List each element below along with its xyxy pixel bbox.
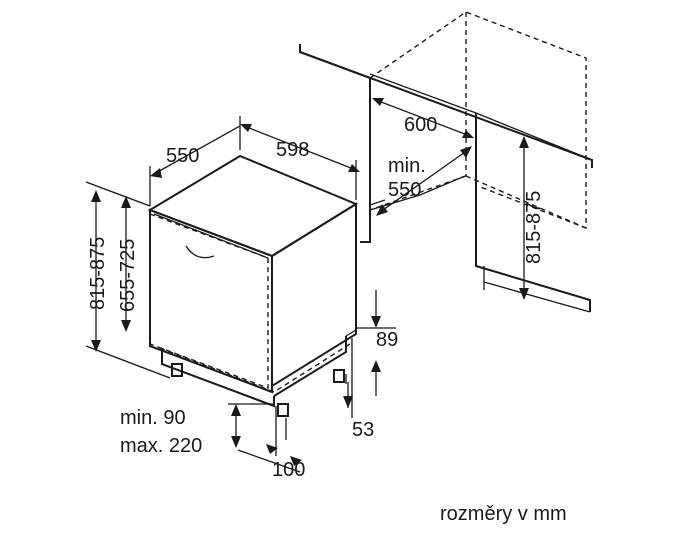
foot-setback-label: 100 bbox=[272, 459, 305, 481]
plinth-height-dimension: 89 bbox=[356, 290, 398, 396]
niche-width-dimension: 600 bbox=[372, 98, 474, 138]
plinth-offset-label: 53 bbox=[352, 419, 374, 441]
niche-height-dimension: 815-875 bbox=[519, 136, 545, 300]
plinth-gap-max-label: max. 220 bbox=[120, 435, 202, 457]
cabinet-niche bbox=[299, 11, 593, 313]
overall-height-label: 815-875 bbox=[87, 237, 109, 310]
niche-width-label: 600 bbox=[404, 114, 437, 136]
units-caption: rozměry v mm bbox=[440, 503, 567, 525]
plinth-height-label: 89 bbox=[376, 329, 398, 351]
depth-label: 550 bbox=[166, 145, 199, 167]
width-label: 598 bbox=[276, 139, 309, 161]
foot-setback-dimension: 100 bbox=[237, 406, 305, 481]
plinth-gap-min-label: min. 90 bbox=[120, 407, 186, 429]
niche-depth-label-line2: 550 bbox=[388, 179, 421, 201]
plinth-gap-dimension: min. 90 max. 220 bbox=[120, 403, 274, 457]
body-height-label: 655-725 bbox=[117, 239, 139, 312]
niche-depth-dimension: min. 550 bbox=[376, 146, 472, 216]
plinth-offset-dimension: 53 bbox=[343, 338, 374, 441]
body-height-dimension: 655-725 bbox=[117, 196, 139, 332]
niche-depth-label-line1: min. bbox=[388, 155, 426, 177]
overall-height-dimension: 815-875 bbox=[85, 181, 171, 379]
dishwasher-body bbox=[147, 154, 359, 417]
depth-dimension: 550 bbox=[149, 116, 241, 206]
width-dimension: 598 bbox=[240, 124, 360, 200]
niche-height-label: 815-875 bbox=[523, 191, 545, 264]
